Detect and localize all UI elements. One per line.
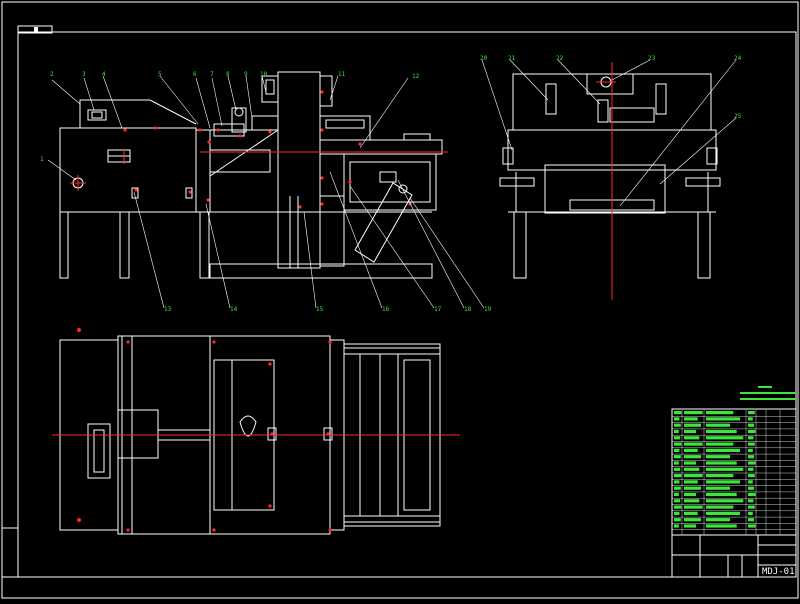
bom-row: [672, 524, 796, 530]
front-balloon-1: 1: [40, 156, 44, 163]
bom-row: [672, 436, 796, 442]
bom-row: [672, 448, 796, 455]
title-block: MDJ-01: [1, 408, 797, 578]
front-balloon-6: 6: [193, 71, 197, 78]
drawing-number: MDJ-01: [762, 567, 795, 577]
bom-row: [672, 474, 796, 480]
side-balloon-23: 23: [648, 55, 656, 62]
side-balloon-21: 21: [508, 55, 516, 62]
bom-row: [672, 480, 796, 486]
bom-row: [672, 442, 796, 448]
front-balloon-8: 8: [226, 71, 230, 78]
front-balloon-3: 3: [82, 71, 86, 78]
front-balloon-11: 11: [338, 71, 346, 78]
inner-frame: [17, 31, 797, 578]
front-balloon-16: 16: [382, 306, 390, 313]
technical-notes: [740, 386, 796, 400]
front-balloon-19: 19: [484, 306, 492, 313]
front-view: [47, 71, 485, 309]
top-view: [52, 328, 460, 535]
corner-tag-mark: [34, 27, 38, 32]
bom-row: [672, 411, 796, 417]
bom-row: [672, 423, 796, 430]
front-balloon-15: 15: [316, 306, 324, 313]
bom-table: [672, 410, 796, 535]
bom-row: [672, 467, 796, 474]
bom-row: [672, 455, 796, 461]
bom-row: [672, 511, 796, 518]
front-balloon-13: 13: [164, 306, 172, 313]
front-balloon-2: 2: [50, 71, 54, 78]
bom-row: [672, 505, 796, 511]
corner-tag: [17, 25, 53, 34]
front-balloon-17: 17: [434, 306, 442, 313]
front-balloon-10: 10: [260, 71, 268, 78]
front-balloon-14: 14: [230, 306, 238, 313]
front-balloon-9: 9: [244, 71, 248, 78]
side-balloon-25: 25: [734, 113, 742, 120]
bom-row: [672, 492, 796, 499]
bom-row: [672, 518, 796, 524]
bom-row: [672, 417, 796, 423]
bom-row: [672, 486, 796, 493]
front-balloon-12: 12: [412, 73, 420, 80]
front-balloon-5: 5: [158, 71, 162, 78]
bom-row: [672, 429, 796, 436]
bom-row: [672, 461, 796, 467]
front-balloon-4: 4: [102, 71, 106, 78]
front-balloon-18: 18: [464, 306, 472, 313]
bom-row: [672, 499, 796, 505]
front-balloon-7: 7: [210, 71, 214, 78]
side-balloon-20: 20: [480, 55, 488, 62]
side-balloon-22: 22: [556, 55, 564, 62]
side-view: [481, 59, 737, 300]
side-balloon-24: 24: [734, 55, 742, 62]
